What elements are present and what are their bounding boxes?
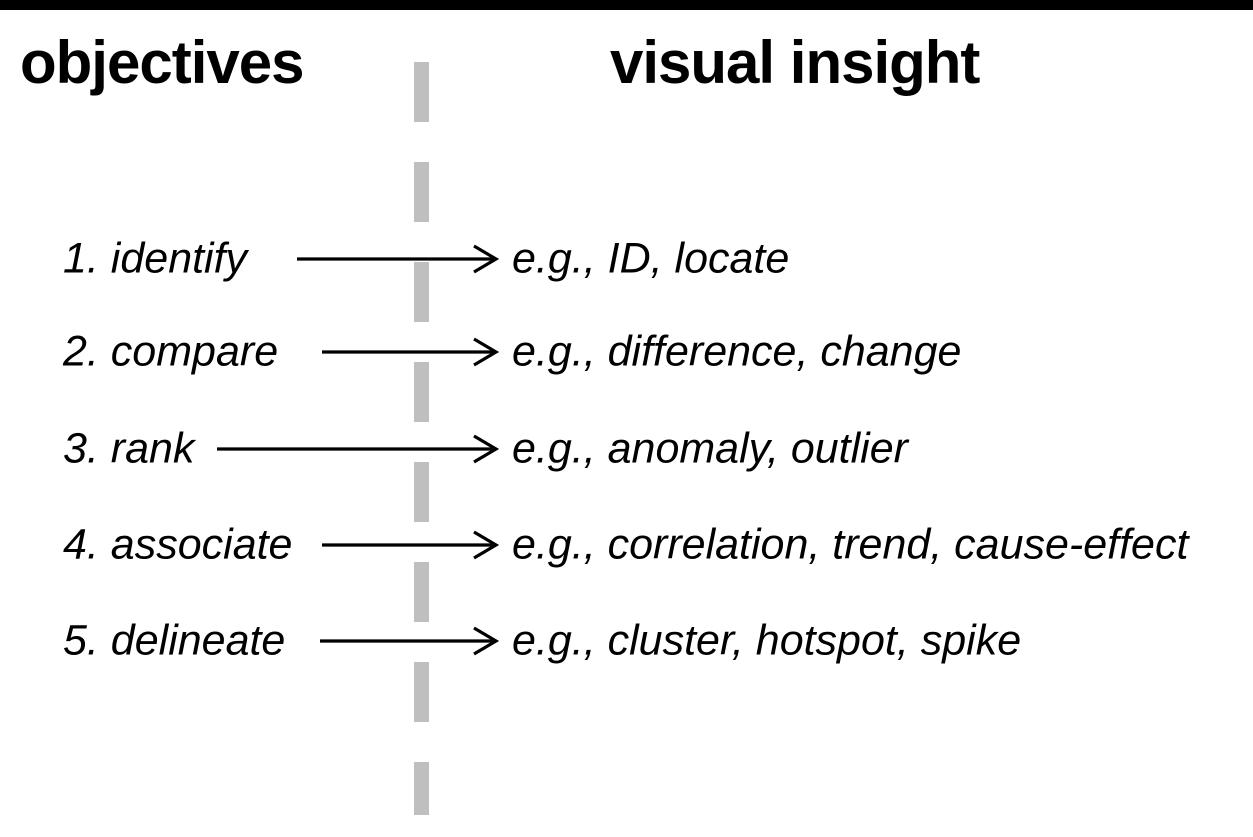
objective-label: 5. delineate xyxy=(63,616,286,665)
objective-label: 4. associate xyxy=(63,520,293,569)
objective-label: 1. identify xyxy=(63,234,248,283)
right-arrow-icon xyxy=(217,434,500,464)
mapping-row-identify: 1. identify e.g., ID, locate xyxy=(0,229,1253,289)
insight-label: e.g., correlation, trend, cause-effect xyxy=(512,520,1189,569)
dashed-column-divider xyxy=(414,62,429,815)
top-border-bar xyxy=(0,0,1253,10)
mapping-row-associate: 4. associate e.g., correlation, trend, c… xyxy=(0,515,1253,575)
right-arrow-icon xyxy=(297,244,500,274)
insight-label: e.g., ID, locate xyxy=(512,234,790,283)
objective-label: 2. compare xyxy=(63,327,279,376)
right-arrow-icon xyxy=(322,337,500,367)
insight-label: e.g., difference, change xyxy=(512,327,962,376)
right-arrow-icon xyxy=(322,530,500,560)
right-arrow-icon xyxy=(320,626,500,656)
insight-label: e.g., cluster, hotspot, spike xyxy=(512,616,1022,665)
objectives-column-title: objectives xyxy=(20,29,304,96)
visual-insight-column-title: visual insight xyxy=(610,29,980,96)
mapping-row-delineate: 5. delineate e.g., cluster, hotspot, spi… xyxy=(0,611,1253,671)
insight-label: e.g., anomaly, outlier xyxy=(512,424,908,473)
objective-label: 3. rank xyxy=(63,424,195,473)
mapping-row-compare: 2. compare e.g., difference, change xyxy=(0,322,1253,382)
mapping-row-rank: 3. rank e.g., anomaly, outlier xyxy=(0,419,1253,479)
